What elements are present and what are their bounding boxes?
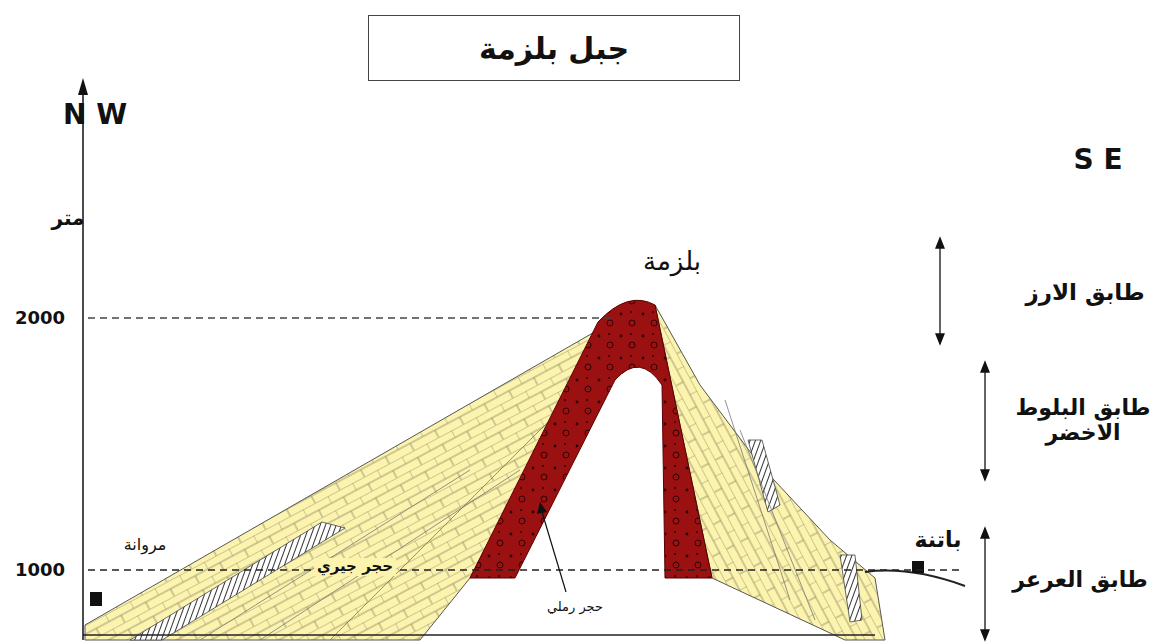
town-name: باتنة <box>914 527 961 552</box>
direction-label: N W <box>63 99 127 131</box>
vegetation-zone: طابق العرعر <box>1012 567 1147 592</box>
axis-value: 1000 <box>15 560 65 581</box>
town-name: مروانة <box>124 536 167 554</box>
rock-label: حجر رملي <box>544 600 606 615</box>
vegetation-zone: طابق الارز <box>1025 279 1144 305</box>
vegetation-zone: طابق البلوط الاخضر <box>1008 395 1158 446</box>
axis-value: 2000 <box>15 308 65 329</box>
rock-label: حجر جيري <box>314 558 396 575</box>
axis-unit: متر <box>52 207 85 230</box>
direction-label: S E <box>1073 144 1122 176</box>
peak-name: بلزمة <box>643 247 701 277</box>
title-box: جبل بلزمة <box>368 15 740 81</box>
